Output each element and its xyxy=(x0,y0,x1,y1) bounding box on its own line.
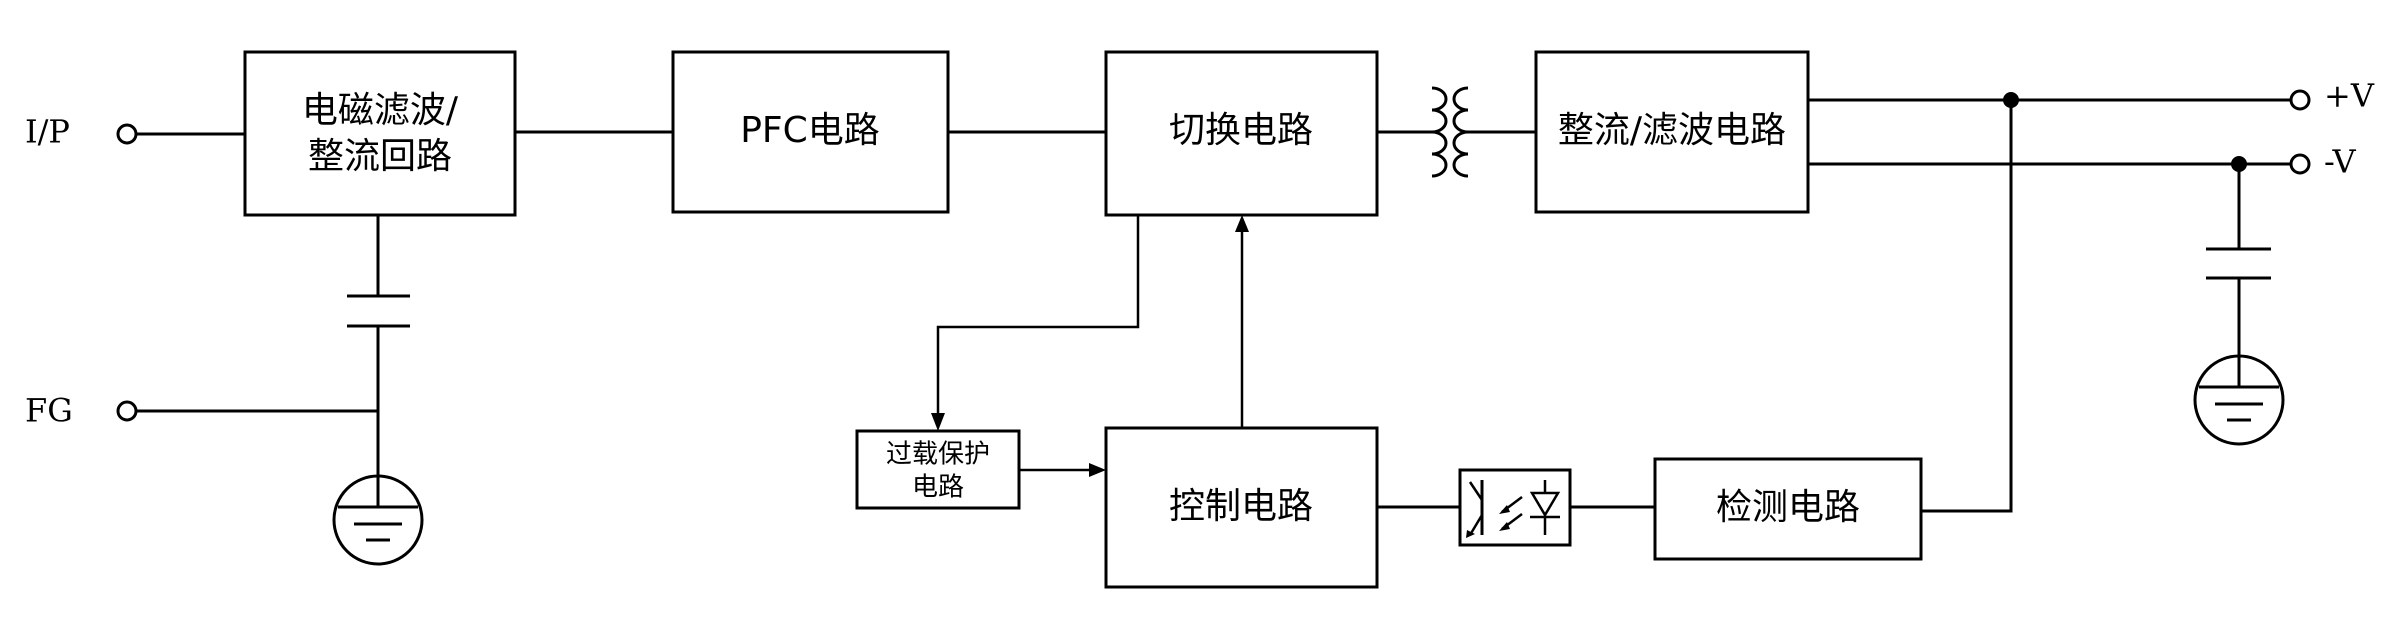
overload-label-line2: 电路 xyxy=(912,473,964,503)
switching-label: 切换电路 xyxy=(1169,110,1313,151)
transformer-primary-coil xyxy=(1431,86,1448,178)
rectifier-filter-block: 整流/滤波电路 xyxy=(1534,50,1810,214)
pos-output-label: +V xyxy=(2324,77,2375,115)
switching-box xyxy=(1104,50,1379,217)
overload-arrow xyxy=(931,413,945,431)
optocoupler-box xyxy=(1458,468,1572,547)
overload-protection-box xyxy=(855,429,1021,510)
phototransistor-collector xyxy=(1468,481,1484,501)
emi-filter-box xyxy=(243,50,517,217)
rectifier-filter-box xyxy=(1534,50,1810,214)
junction-dot-pos xyxy=(2003,92,2019,108)
detection-block: 检测电路 xyxy=(1653,457,1923,561)
input-label: I/P xyxy=(25,113,70,151)
emi-filter-label-line2: 整流回路 xyxy=(308,136,452,177)
transformer-secondary-coil xyxy=(1452,86,1469,178)
overload-label-line1: 过载保护 xyxy=(886,440,990,470)
output-capacitor-icon xyxy=(2206,247,2271,280)
detection-box xyxy=(1653,457,1923,561)
pfc-label: PFC电路 xyxy=(740,110,880,151)
ground-icon-right xyxy=(2193,354,2285,446)
fg-label: FG xyxy=(25,392,73,430)
rectifier-filter-label: 整流/滤波电路 xyxy=(1558,110,1786,151)
control-block: 控制电路 xyxy=(1104,426,1379,589)
light-arrowhead-1 xyxy=(1499,505,1510,514)
optocoupler-icon xyxy=(1458,468,1572,547)
control-box xyxy=(1104,426,1379,589)
control-label: 控制电路 xyxy=(1169,486,1313,527)
pfc-block: PFC电路 xyxy=(671,50,950,214)
emitter-arrow xyxy=(1466,530,1475,538)
switching-block: 切换电路 xyxy=(1104,50,1379,217)
neg-output-label: -V xyxy=(2324,143,2356,181)
neg-output-terminal xyxy=(2289,153,2311,175)
overload-protection-block: 过载保护 电路 xyxy=(855,429,1021,510)
pos-output-terminal xyxy=(2289,89,2311,111)
wires xyxy=(137,98,2290,513)
control-arrow xyxy=(1089,463,1106,477)
light-arrowhead-2 xyxy=(1499,522,1510,531)
input-terminal xyxy=(116,123,138,145)
phototransistor-emitter xyxy=(1468,514,1484,536)
switching-to-overload-wire xyxy=(936,215,1140,424)
pfc-box xyxy=(671,50,950,214)
switching-arrow xyxy=(1235,215,1249,232)
junction-dot-neg xyxy=(2231,156,2247,172)
emi-capacitor-icon xyxy=(347,294,410,328)
transformer-icon xyxy=(1431,86,1469,178)
feedback-wire xyxy=(1921,100,2013,513)
detection-label: 检测电路 xyxy=(1716,487,1860,528)
fg-terminal xyxy=(116,400,138,422)
emi-filter-block: 电磁滤波/ 整流回路 xyxy=(243,50,517,217)
emi-filter-label-line1: 电磁滤波/ xyxy=(302,90,459,131)
ground-icon-left xyxy=(332,474,424,566)
